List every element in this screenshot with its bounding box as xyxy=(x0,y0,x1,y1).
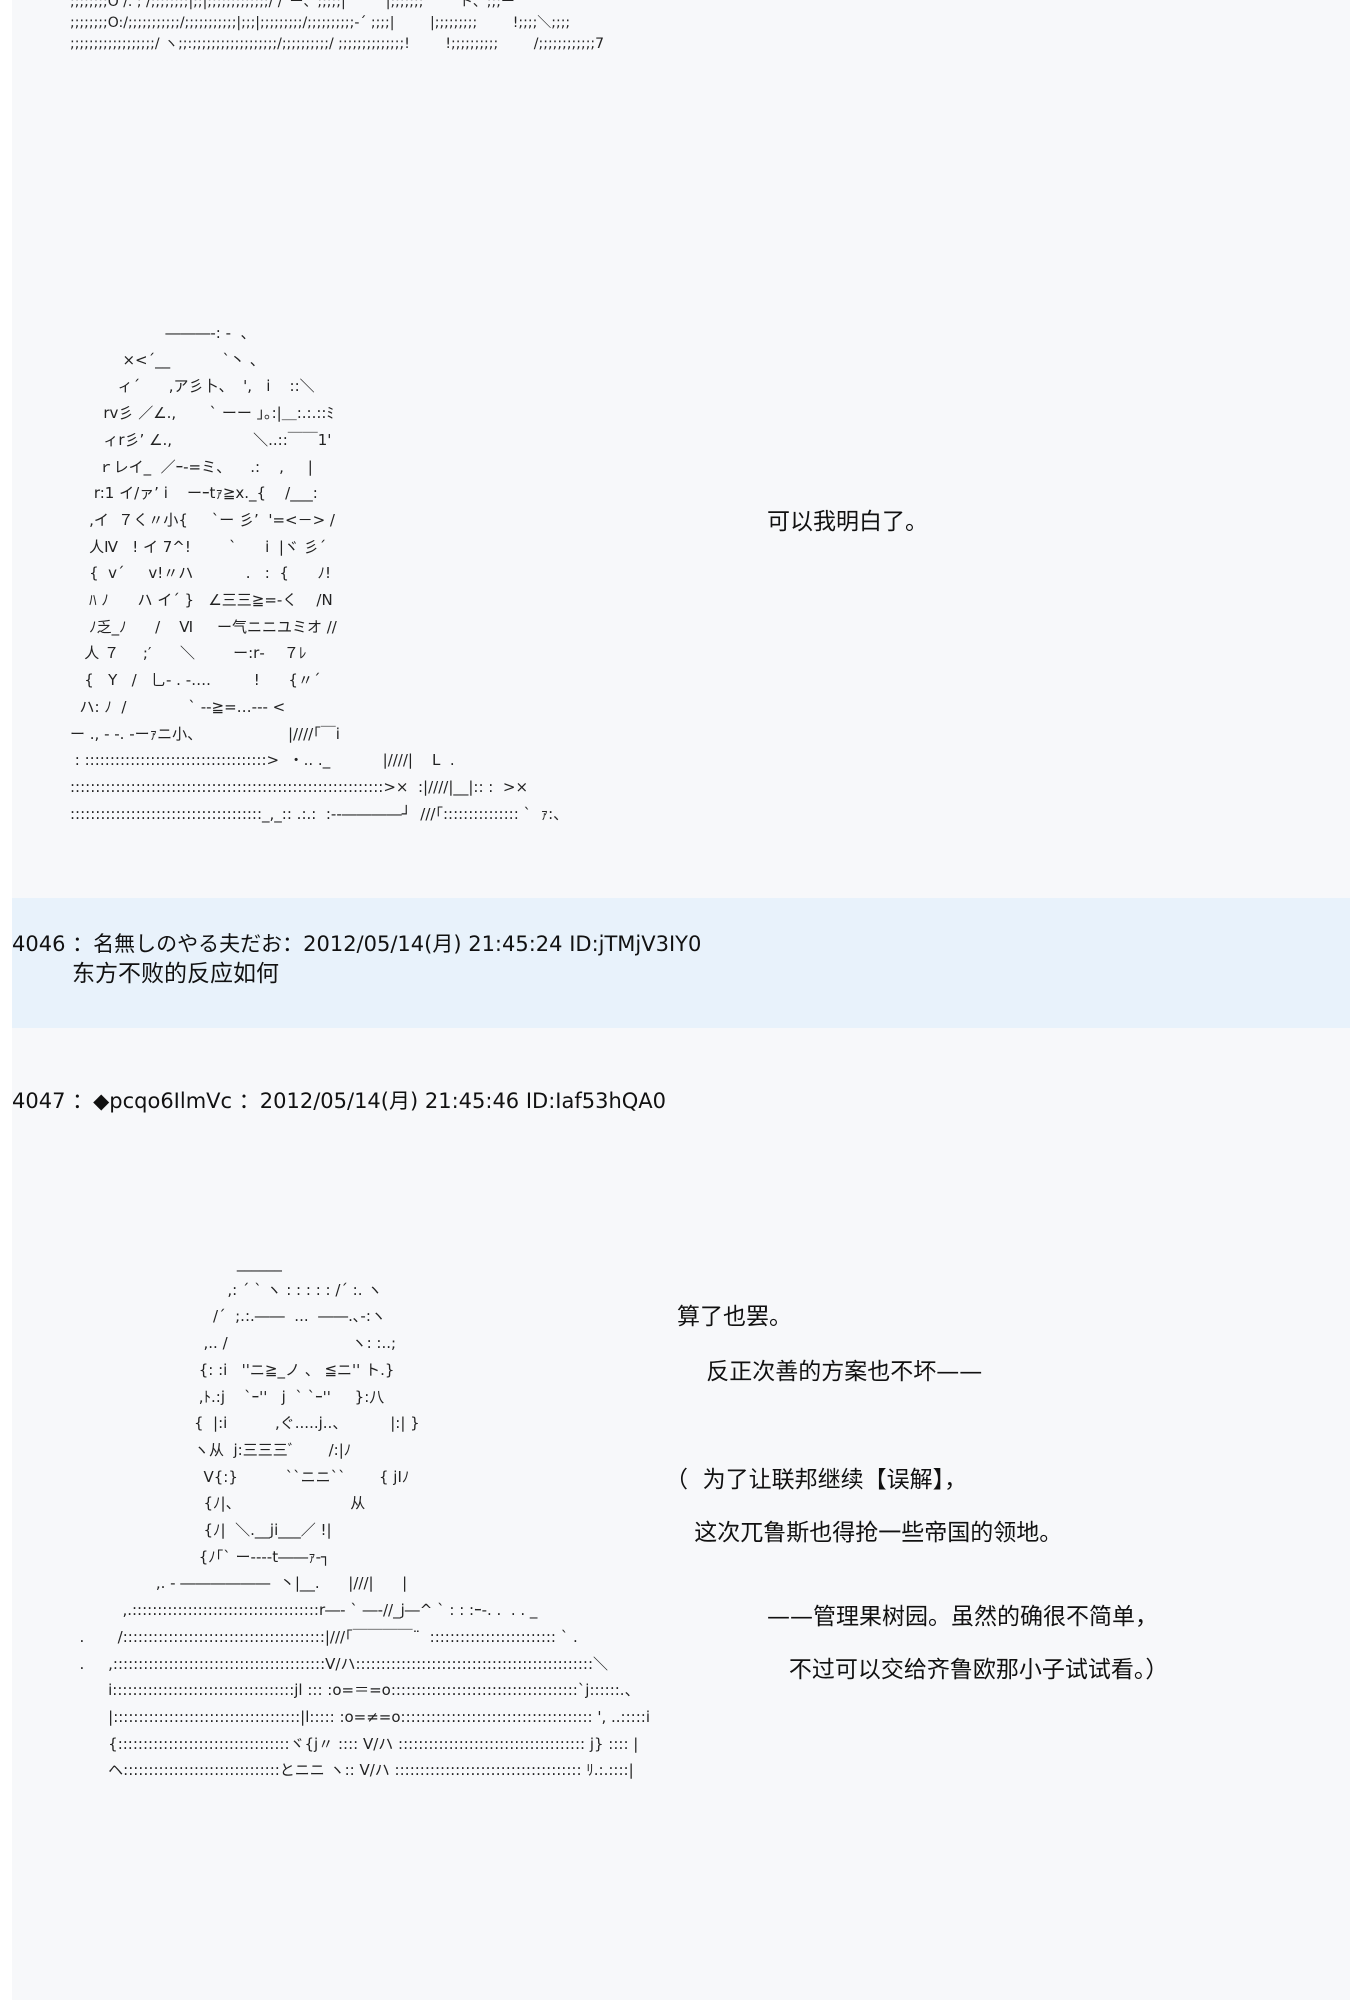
reply-post-4046: 4046 ：名無しのやる夫だお：2012/05/14(月) 21:45:24 I… xyxy=(12,898,1350,1028)
dialogue-line-4: 这次兀鲁斯也得抢一些帝国的领地。 xyxy=(665,1520,1063,1546)
dialogue-line-2: 反正次善的方案也不坏—— xyxy=(677,1359,983,1385)
dialogue-line-6: 不过可以交给齐鲁欧那小子试试看。） xyxy=(767,1657,1169,1683)
dialogue-line-3: （ 为了让联邦继续【误解】， xyxy=(665,1467,968,1493)
ascii-art-1: ―――-: - 、 ×<´__ `丶 、 ィ´ ,ア彡卜、 ', i ::＼ r… xyxy=(70,324,569,823)
ascii-art-2: ______ ,: ´ ` ヽ : : : : : /´ :. ヽ /´ ;.:… xyxy=(70,1254,650,1780)
ascii-art-top: ;;;;;;;;O /. ; /;;;;;;;;|;;|;;;;;;;;;;;;… xyxy=(70,0,605,52)
post-body: 东方不败的反应如何 xyxy=(72,961,279,987)
dialogue-line-5: ——管理果树园。虽然的确很不简单， xyxy=(767,1604,1158,1630)
post-header-4047: 4047 ：◆pcqo6IlmVc ：2012/05/14(月) 21:45:4… xyxy=(12,1089,667,1113)
page-background: ;;;;;;;;O /. ; /;;;;;;;;|;;|;;;;;;;;;;;;… xyxy=(12,0,1350,2000)
dialogue-caption-1: 可以我明白了。 xyxy=(767,509,928,535)
dialogue-line-1: 算了也罢。 xyxy=(677,1304,792,1330)
post-header: 4046 ：名無しのやる夫だお：2012/05/14(月) 21:45:24 I… xyxy=(12,932,702,956)
